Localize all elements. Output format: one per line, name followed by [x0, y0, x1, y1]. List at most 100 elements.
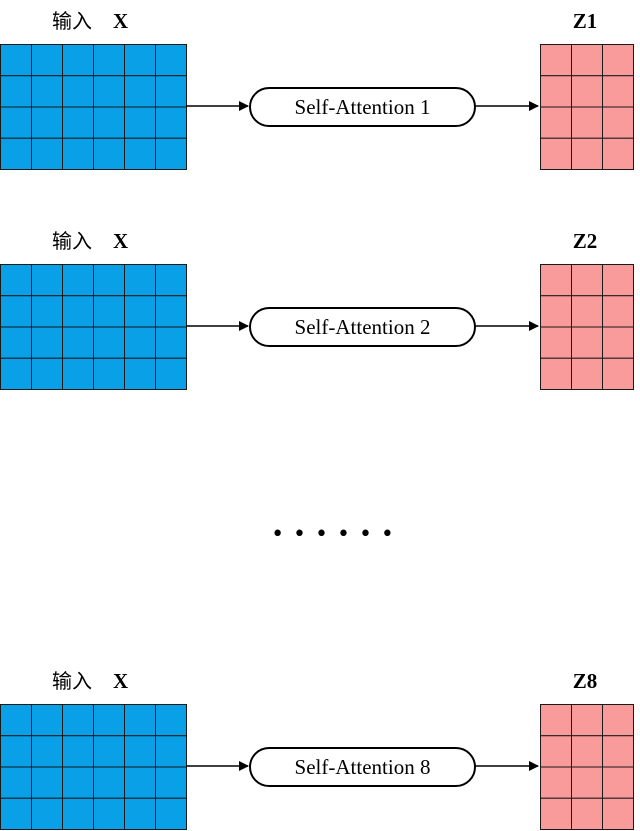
matrix-cell: [31, 797, 63, 830]
matrix-cell: [155, 75, 187, 108]
matrix-cell: [571, 735, 603, 768]
matrix-cell: [62, 766, 94, 799]
matrix-cell: [62, 75, 94, 108]
matrix-cell: [31, 357, 63, 390]
matrix-cell: [540, 326, 572, 359]
matrix-cell: [124, 137, 156, 170]
matrix-cell: [571, 357, 603, 390]
matrix-cell: [31, 106, 63, 139]
matrix-cell: [124, 75, 156, 108]
matrix-cell: [0, 295, 32, 328]
matrix-cell: [602, 704, 634, 737]
input-label-variable: X: [113, 229, 128, 253]
matrix-cell: [31, 704, 63, 737]
input-label-variable: X: [113, 9, 128, 33]
self-attention-label: Self-Attention 8: [295, 755, 431, 779]
matrix-cell: [540, 797, 572, 830]
matrix-cell: [93, 357, 125, 390]
matrix-cell: [0, 766, 32, 799]
matrix-cell: [602, 137, 634, 170]
matrix-cell: [540, 106, 572, 139]
matrix-cell: [124, 44, 156, 77]
input-label-variable: X: [113, 669, 128, 693]
matrix-cell: [31, 735, 63, 768]
attention-head-row-1: 输入 X Self-Attention 1 Z1: [0, 9, 634, 170]
matrix-cell: [540, 75, 572, 108]
input-matrix-x: [0, 44, 187, 170]
matrix-cell: [155, 357, 187, 390]
matrix-cell: [155, 735, 187, 768]
matrix-cell: [571, 264, 603, 297]
matrix-cell: [93, 766, 125, 799]
matrix-cell: [124, 735, 156, 768]
matrix-cell: [31, 766, 63, 799]
matrix-cell: [93, 264, 125, 297]
matrix-cell: [540, 766, 572, 799]
matrix-cell: [93, 106, 125, 139]
self-attention-module: [249, 87, 476, 127]
attention-head-row-2: 输入 X Self-Attention 2 Z2: [0, 229, 634, 390]
matrix-cell: [31, 137, 63, 170]
matrix-cell: [571, 797, 603, 830]
matrix-cell: [571, 137, 603, 170]
matrix-cell: [571, 704, 603, 737]
matrix-cell: [571, 75, 603, 108]
matrix-cell: [155, 264, 187, 297]
matrix-cell: [124, 704, 156, 737]
matrix-cell: [571, 766, 603, 799]
input-label-chinese: 输入: [52, 229, 92, 253]
matrix-cell: [155, 106, 187, 139]
input-label-chinese: 输入: [52, 669, 92, 693]
matrix-cell: [571, 326, 603, 359]
matrix-cell: [93, 44, 125, 77]
matrix-cell: [124, 326, 156, 359]
matrix-cell: [602, 264, 634, 297]
matrix-cell: [155, 797, 187, 830]
matrix-cell: [31, 295, 63, 328]
matrix-cell: [0, 44, 32, 77]
output-matrix-z: [540, 264, 634, 390]
matrix-cell: [0, 326, 32, 359]
matrix-cell: [0, 797, 32, 830]
matrix-cell: [124, 106, 156, 139]
matrix-cell: [540, 44, 572, 77]
matrix-cell: [62, 295, 94, 328]
matrix-cell: [571, 295, 603, 328]
output-label: Z8: [573, 669, 598, 693]
matrix-cell: [31, 44, 63, 77]
matrix-cell: [540, 295, 572, 328]
matrix-cell: [0, 735, 32, 768]
matrix-cell: [602, 75, 634, 108]
matrix-cell: [540, 357, 572, 390]
ellipsis-more-heads: • • • • • •: [271, 522, 395, 547]
matrix-cell: [602, 797, 634, 830]
matrix-cell: [93, 295, 125, 328]
self-attention-label: Self-Attention 1: [295, 95, 431, 119]
matrix-cell: [602, 44, 634, 77]
matrix-cell: [155, 704, 187, 737]
matrix-cell: [602, 295, 634, 328]
output-matrix-z: [540, 44, 634, 170]
matrix-cell: [124, 295, 156, 328]
matrix-cell: [0, 264, 32, 297]
matrix-cell: [0, 75, 32, 108]
matrix-cell: [540, 735, 572, 768]
matrix-cell: [155, 44, 187, 77]
matrix-cell: [62, 704, 94, 737]
matrix-cell: [93, 797, 125, 830]
matrix-cell: [62, 735, 94, 768]
matrix-cell: [571, 44, 603, 77]
matrix-cell: [124, 264, 156, 297]
matrix-cell: [602, 766, 634, 799]
matrix-cell: [62, 137, 94, 170]
matrix-cell: [602, 735, 634, 768]
matrix-cell: [124, 766, 156, 799]
matrix-cell: [62, 326, 94, 359]
matrix-cell: [0, 357, 32, 390]
matrix-cell: [124, 797, 156, 830]
input-matrix-x: [0, 704, 187, 830]
matrix-cell: [31, 75, 63, 108]
self-attention-module: [249, 747, 476, 787]
matrix-cell: [0, 106, 32, 139]
